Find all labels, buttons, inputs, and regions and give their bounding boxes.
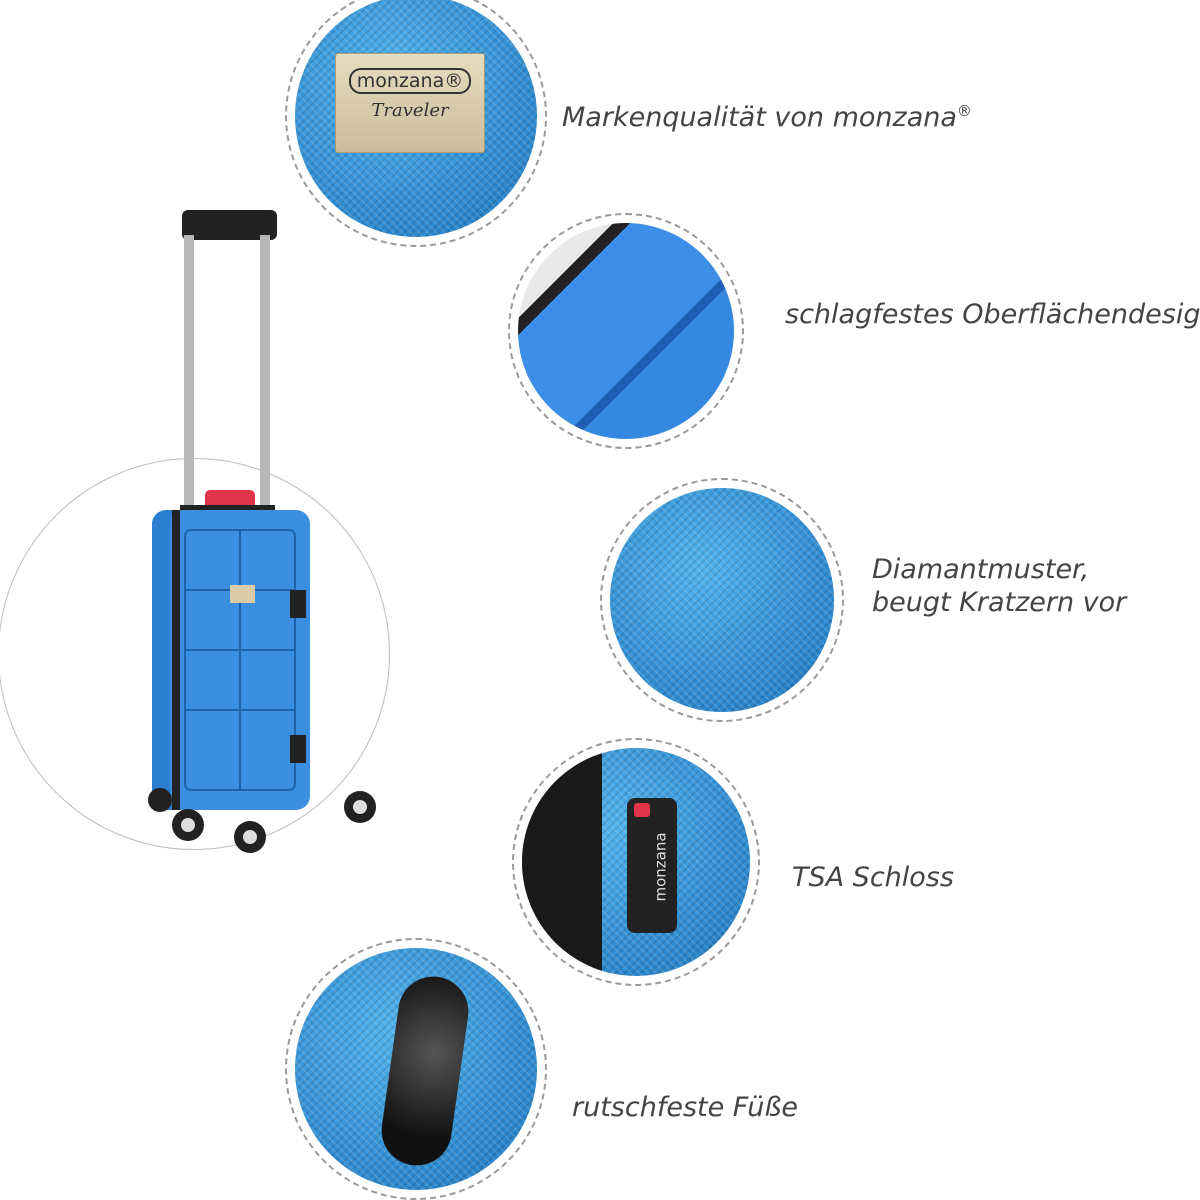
- feature-label-surface: schlagfestes Oberflächendesign: [785, 299, 1200, 330]
- feature-pattern-circle: [600, 478, 844, 722]
- feature-label-foot: rutschfeste Füße: [572, 1092, 798, 1123]
- feature-brand-circle: monzana® Traveler: [285, 0, 547, 247]
- anti-slip-foot-icon: [295, 948, 537, 1190]
- feature-surface-circle: [508, 213, 744, 449]
- feature-label-pattern: Diamantmuster,beugt Kratzern vor: [872, 554, 1127, 618]
- tsa-lock-icon: monzana: [522, 748, 750, 976]
- brand-badge-icon: monzana® Traveler: [295, 0, 537, 237]
- feature-lock-circle: monzana: [512, 738, 760, 986]
- badge-brand: monzana®: [348, 68, 472, 94]
- brand-badge: monzana® Traveler: [335, 53, 485, 153]
- impact-resistant-surface-icon: [518, 223, 734, 439]
- suitcase-image: [148, 210, 376, 853]
- feature-foot-circle: [285, 938, 547, 1200]
- lock-brand: monzana: [651, 832, 670, 902]
- feature-label-lock: TSA Schloss: [792, 862, 954, 893]
- diamond-pattern-icon: [610, 488, 834, 712]
- feature-label-brand: Markenqualität von monzana®: [562, 102, 972, 133]
- badge-model: Traveler: [371, 100, 449, 121]
